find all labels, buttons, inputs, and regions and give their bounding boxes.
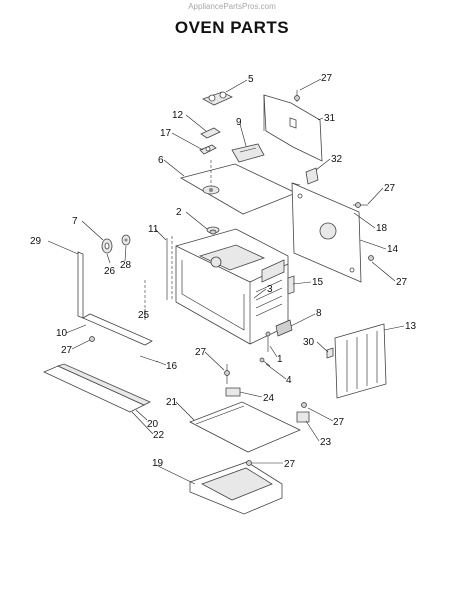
part-29-side-trim[interactable]: [77, 251, 84, 319]
callout-11: 11: [148, 224, 159, 235]
callout-27: 27: [333, 417, 345, 428]
callout-27: 27: [321, 73, 333, 84]
part-22-lower-trim[interactable]: [43, 363, 151, 413]
callout-17: 17: [160, 128, 172, 139]
part-16-rod[interactable]: [139, 355, 159, 363]
part-12-bracket[interactable]: [200, 127, 221, 139]
part-6-top-shield[interactable]: [179, 160, 298, 215]
callout-24: 24: [263, 393, 275, 404]
part-31-rear-panel[interactable]: [263, 94, 323, 162]
callout-10: 10: [56, 328, 68, 339]
part-23-bracket[interactable]: [296, 411, 310, 423]
watermark: AppliancePartsPros.com: [188, 2, 276, 11]
callout-2: 2: [176, 207, 182, 218]
callout-4: 4: [286, 375, 292, 386]
part-10-lower-trim[interactable]: [82, 313, 153, 346]
part-18-fastener[interactable]: [353, 202, 368, 208]
part-9-vent[interactable]: [231, 143, 265, 163]
callout-22: 22: [153, 430, 165, 441]
part-27-screw-left[interactable]: [89, 336, 95, 342]
callout-27: 27: [195, 347, 207, 358]
callout-6: 6: [158, 155, 164, 166]
part-11-side-bracket[interactable]: [166, 236, 173, 300]
part-24-bracket[interactable]: [225, 387, 241, 397]
callout-19: 19: [152, 458, 164, 469]
part-27-screw-low-right[interactable]: [301, 402, 307, 408]
callout-23: 23: [320, 437, 332, 448]
callout-27: 27: [384, 183, 396, 194]
part-17-bracket[interactable]: [199, 144, 217, 155]
callout-13: 13: [405, 321, 417, 332]
callout-15: 15: [312, 277, 324, 288]
part-8-connector[interactable]: [275, 319, 293, 337]
callout-28: 28: [120, 260, 132, 271]
callout-18: 18: [376, 223, 388, 234]
callout-21: 21: [166, 397, 178, 408]
callout-5: 5: [248, 74, 254, 85]
callout-9: 9: [236, 117, 242, 128]
part-1-sensor[interactable]: [265, 331, 271, 352]
part-21-bottom-panel[interactable]: [189, 401, 301, 453]
part-13-hinge-panel[interactable]: [334, 323, 387, 399]
callout-27: 27: [61, 345, 73, 356]
callout-20: 20: [147, 419, 159, 430]
callout-1: 1: [277, 354, 283, 365]
callout-8: 8: [316, 308, 322, 319]
callout-32: 32: [331, 154, 343, 165]
callout-labels: 5 27 12 31 9 17 6 32 27 2 7 11 18 29 14 …: [30, 73, 417, 470]
part-32-bracket[interactable]: [305, 167, 319, 185]
callout-27: 27: [284, 459, 296, 470]
callout-12: 12: [172, 110, 184, 121]
callout-25: 25: [138, 310, 150, 321]
part-30-clip[interactable]: [326, 347, 334, 359]
part-27-screw-right[interactable]: [368, 255, 374, 261]
part-28-knob-insert[interactable]: [121, 234, 131, 246]
part-7-knob-assembly[interactable]: [101, 238, 113, 254]
part-15-bracket[interactable]: [287, 275, 295, 295]
callout-31: 31: [324, 113, 336, 124]
callout-27: 27: [396, 277, 408, 288]
callout-30: 30: [303, 337, 315, 348]
callout-29: 29: [30, 236, 42, 247]
part-27-screw-center[interactable]: [224, 364, 230, 384]
callout-3: 3: [267, 284, 273, 295]
callout-7: 7: [72, 216, 78, 227]
callout-26: 26: [104, 266, 116, 277]
diagram-title: OVEN PARTS: [174, 18, 290, 37]
callout-16: 16: [166, 361, 178, 372]
part-4-screw[interactable]: [259, 357, 271, 367]
part-14-rear-panel-right[interactable]: [291, 182, 362, 283]
part-19-door-frame[interactable]: [189, 461, 283, 515]
callout-14: 14: [387, 244, 399, 255]
part-27-screw-bottom[interactable]: [246, 460, 252, 466]
leader-lines: [47, 78, 405, 485]
part-2-grommet[interactable]: [206, 226, 220, 235]
part-27-screw-top[interactable]: [294, 90, 300, 102]
part-5-switch[interactable]: [202, 91, 233, 106]
